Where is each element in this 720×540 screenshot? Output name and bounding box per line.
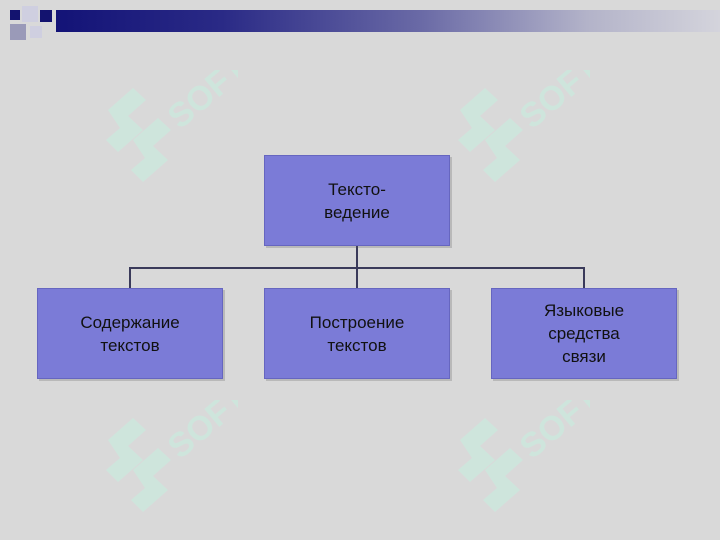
svg-text:SOFT: SOFT <box>513 70 590 136</box>
svg-text:SOFT: SOFT <box>161 70 238 136</box>
connector-root-down <box>356 246 358 268</box>
child-node-cohesion-label: Языковые средства связи <box>543 301 625 366</box>
connector-child-3 <box>583 267 585 288</box>
soft-logo-icon: SOFT <box>106 70 238 182</box>
header-gradient-bar <box>56 10 720 32</box>
header-square-light-1 <box>22 6 38 22</box>
svg-text:SOFT: SOFT <box>161 400 238 466</box>
svg-text:SOFT: SOFT <box>513 400 590 466</box>
soft-logo-icon: SOFT <box>458 400 590 512</box>
header-square-dark-2 <box>40 10 52 22</box>
connector-child-2 <box>356 267 358 288</box>
child-node-structure-label: Построение текстов <box>309 312 405 355</box>
soft-logo-icon: SOFT <box>458 70 590 182</box>
child-node-cohesion: Языковые средства связи <box>491 288 677 379</box>
root-node-label: Тексто- ведение <box>324 179 390 222</box>
header-square-mid-1 <box>10 24 26 40</box>
connector-child-1 <box>129 267 131 288</box>
child-node-content-label: Содержание текстов <box>80 312 180 355</box>
child-node-content: Содержание текстов <box>37 288 223 379</box>
header-band <box>0 0 720 44</box>
root-node: Тексто- ведение <box>264 155 450 246</box>
header-square-dark-1 <box>10 10 20 20</box>
soft-logo-icon: SOFT <box>106 400 238 512</box>
header-square-light-2 <box>30 26 42 38</box>
child-node-structure: Построение текстов <box>264 288 450 379</box>
